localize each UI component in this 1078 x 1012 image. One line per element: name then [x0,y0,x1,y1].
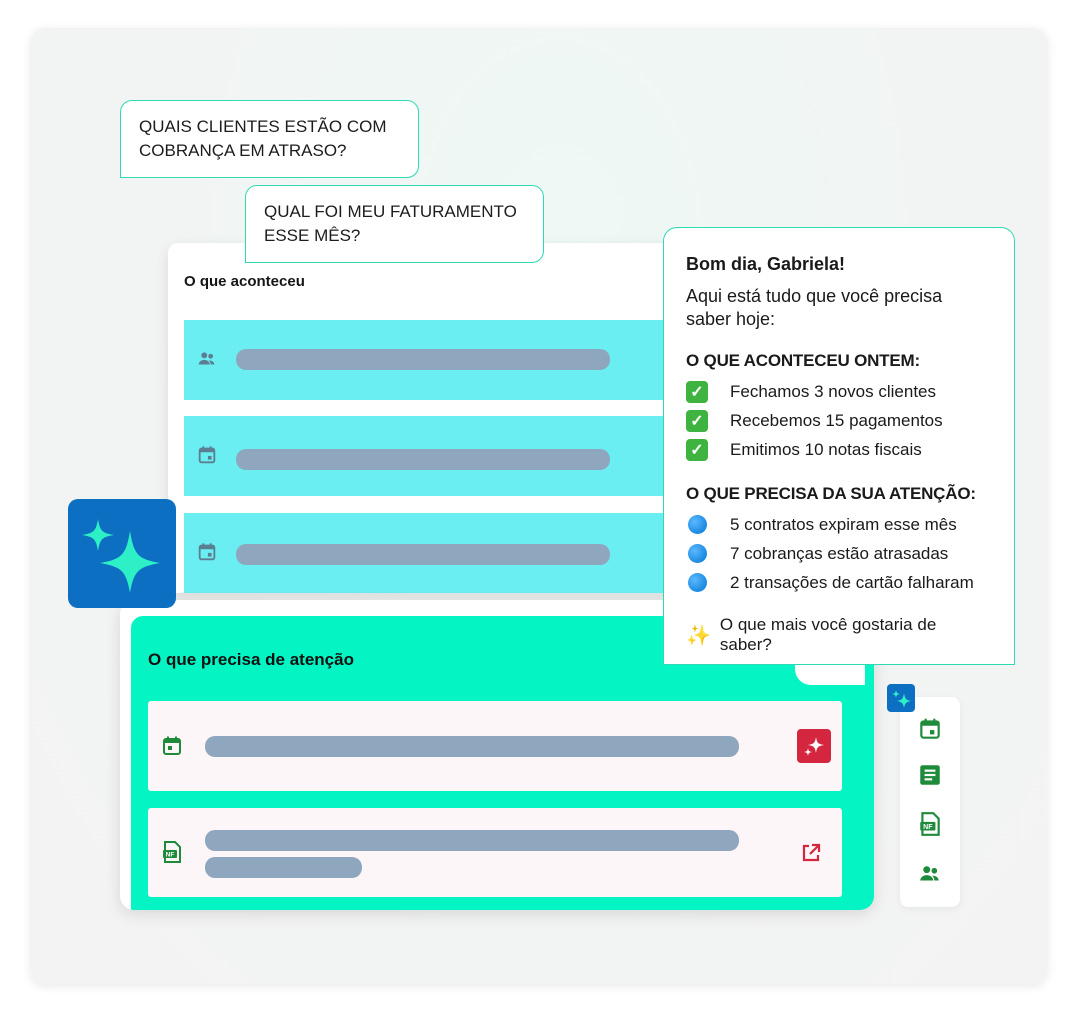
icon-sidebar: NF [900,697,960,907]
followup-text: O que mais você gostaria de saber? [719,615,937,654]
list-item[interactable]: NF [148,808,842,897]
ai-action-button[interactable] [797,729,831,763]
check-icon: ✓ [686,438,708,461]
blue-circle-icon [688,515,707,534]
blue-circle-icon [688,544,707,563]
placeholder-bar [205,736,739,757]
chat-bubble-question-overdue[interactable]: QUAIS CLIENTES ESTÃO COM COBRANÇA EM ATR… [120,100,419,178]
calendar-icon [198,543,216,561]
ai-assistant-button[interactable] [68,499,176,608]
svg-text:NF: NF [923,824,933,831]
attention-card: O que precisa de atenção NF [120,600,874,910]
chat-question-text: QUAIS CLIENTES ESTÃO COM COBRANÇA EM ATR… [139,117,387,160]
list-item[interactable] [184,320,708,400]
placeholder-bar [236,349,610,370]
sparkle-icon [804,737,824,756]
section-title-yesterday: O QUE ACONTECEU ONTEM: [686,351,920,370]
card-title: O que precisa de atenção [148,650,354,669]
panel-tab [795,665,865,685]
list-item-text: 2 transações de cartão falharam [730,572,974,592]
chat-bubble-question-revenue[interactable]: QUAL FOI MEU FATURAMENTO ESSE MÊS? [245,185,544,263]
chat-question-text: QUAL FOI MEU FATURAMENTO ESSE MÊS? [264,202,517,245]
users-icon [198,352,215,365]
list-item: ✓ Fechamos 3 novos clientes [686,377,992,406]
check-icon: ✓ [686,380,708,403]
placeholder-bar [236,544,610,565]
list-item-text: 7 cobranças estão atrasadas [730,543,949,563]
placeholder-bar [205,857,362,878]
external-link-icon[interactable] [799,841,823,865]
list-item: ✓ Recebemos 15 pagamentos [686,406,992,435]
sparkles-icon: ✨ [686,624,711,647]
greeting: Bom dia, Gabriela! [686,254,846,274]
card-title: O que aconteceu [184,273,305,290]
section-title-attention: O QUE PRECISA DA SUA ATENÇÃO: [686,484,976,503]
list-item[interactable] [184,416,708,496]
list-item: 5 contratos expiram esse mês [686,510,992,539]
check-icon: ✓ [686,409,708,432]
happened-card: O que aconteceu [168,243,708,593]
users-icon[interactable] [917,861,943,887]
intro-text: Aqui está tudo que você precisa saber ho… [686,286,943,329]
svg-text:NF: NF [166,852,175,859]
blue-circle-icon [688,573,707,592]
list-item-text: Recebemos 15 pagamentos [730,410,943,430]
list-item: 2 transações de cartão falharam [686,568,992,597]
list-item-text: Fechamos 3 novos clientes [730,381,936,401]
followup-prompt[interactable]: ✨ O que mais você gostaria de saber? [686,615,992,655]
list-item-text: 5 contratos expiram esse mês [730,514,957,534]
list-item-text: Emitimos 10 notas fiscais [730,439,922,459]
list-item: 7 cobranças estão atrasadas [686,539,992,568]
placeholder-bar [236,449,610,470]
placeholder-bar [205,830,739,851]
ai-sparkle-button[interactable] [887,684,915,712]
calendar-icon [198,446,216,464]
list-item[interactable] [184,513,708,593]
nf-document-icon: NF [163,841,181,863]
nf-document-icon[interactable]: NF [917,811,943,837]
calendar-icon[interactable] [917,716,943,742]
sparkle-icon [82,519,160,593]
list-item: ✓ Emitimos 10 notas fiscais [686,435,992,464]
list-item[interactable] [148,701,842,791]
notes-icon[interactable] [917,762,943,788]
assistant-message-panel: Bom dia, Gabriela! Aqui está tudo que vo… [663,227,1015,665]
calendar-icon [163,736,181,755]
sparkle-icon [892,690,911,708]
